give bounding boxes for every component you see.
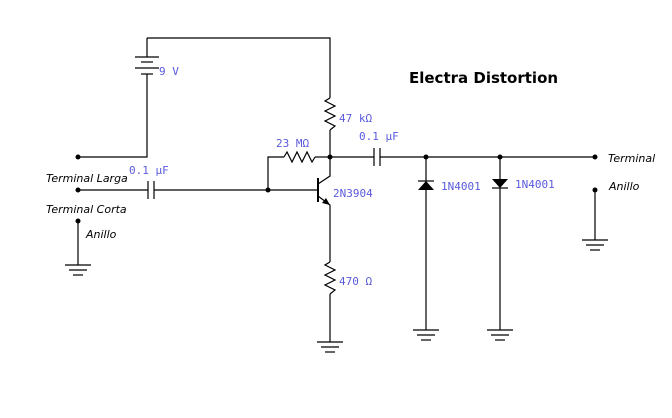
feedback-resistor-label: 23 MΩ bbox=[276, 137, 309, 150]
anillo-input-label: Anillo bbox=[85, 228, 117, 241]
terminal-output-label: Terminal bbox=[608, 152, 655, 165]
anillo-output-label: Anillo bbox=[608, 180, 640, 193]
diode-1 bbox=[413, 154, 439, 341]
terminal-larga-label: Terminal Larga bbox=[46, 172, 128, 185]
output-jack bbox=[582, 154, 608, 251]
emitter-resistor-label: 470 Ω bbox=[339, 275, 372, 288]
input-jack bbox=[65, 154, 91, 276]
feedback-resistor bbox=[265, 150, 330, 193]
transistor-label: 2N3904 bbox=[333, 187, 373, 200]
battery-label: 9 V bbox=[159, 65, 179, 78]
collector-resistor-label: 47 kΩ bbox=[339, 112, 372, 125]
diode-2 bbox=[487, 154, 513, 341]
input-capacitor bbox=[78, 181, 318, 199]
emitter-resistor bbox=[317, 261, 343, 353]
transistor-2n3904 bbox=[317, 157, 331, 262]
terminal-corta-label: Terminal Corta bbox=[46, 203, 127, 216]
battery-9v bbox=[78, 37, 331, 158]
input-capacitor-label: 0.1 µF bbox=[129, 164, 169, 177]
diode-2-label: 1N4001 bbox=[515, 178, 555, 191]
output-capacitor bbox=[330, 148, 595, 166]
collector-resistor bbox=[323, 97, 337, 160]
output-capacitor-label: 0.1 µF bbox=[359, 130, 399, 143]
diode-1-label: 1N4001 bbox=[441, 180, 481, 193]
diagram-title: Electra Distortion bbox=[409, 69, 558, 87]
